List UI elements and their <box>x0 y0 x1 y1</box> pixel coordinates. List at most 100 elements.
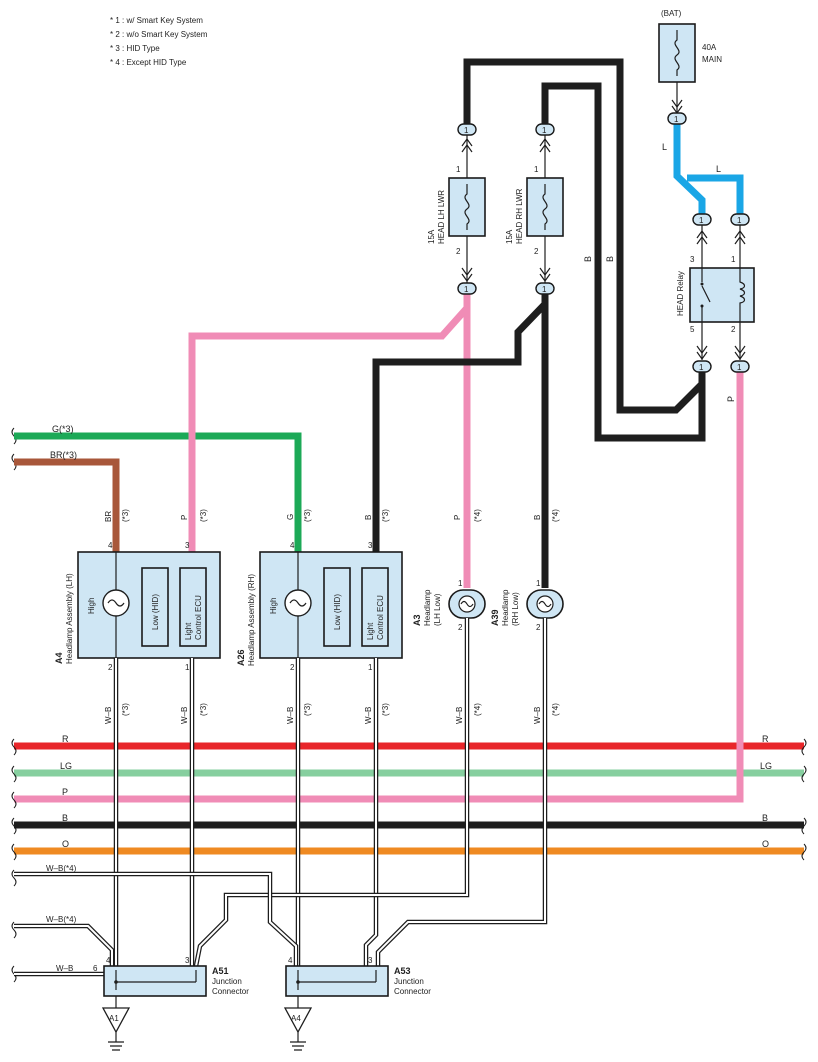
a51-code: A51 <box>212 966 229 976</box>
a26-name: Headlamp Assembly (RH) <box>247 574 256 666</box>
svg-text:1: 1 <box>699 363 704 372</box>
main-fuse-name: MAIN <box>702 55 722 64</box>
ground-wires <box>14 618 548 977</box>
svg-text:1: 1 <box>185 663 190 672</box>
svg-text:W–B: W–B <box>286 707 295 724</box>
wire-label-l-1: L <box>662 142 667 152</box>
fuse-rh-pin-out: 2 <box>534 247 539 256</box>
ground-wire-label-3: W–B <box>56 964 73 973</box>
bus-label-o-left: O <box>62 839 69 849</box>
note-3: * 3 : HID Type <box>110 44 160 53</box>
left-wire-label-g: G(*3) <box>52 424 74 434</box>
a26-code: A26 <box>236 649 246 666</box>
bus-label-b-left: B <box>62 813 68 823</box>
svg-text:B: B <box>364 515 373 520</box>
a4-light-control-ecu <box>179 567 207 647</box>
a3-side: (LH Low) <box>433 593 442 626</box>
svg-text:Connector: Connector <box>394 987 431 996</box>
ground-a1: A1 <box>109 1014 119 1023</box>
bus-label-r-left: R <box>62 734 69 744</box>
note-2: * 2 : w/o Smart Key System <box>110 30 208 39</box>
svg-text:Junction: Junction <box>394 977 424 986</box>
ground-a4: A4 <box>291 1014 301 1023</box>
relay-pin-1: 1 <box>731 255 736 264</box>
bus-label-p: P <box>62 787 68 797</box>
relay-switch-symbol <box>701 268 711 322</box>
svg-text:4: 4 <box>290 541 295 550</box>
bus-label-lg-right: LG <box>760 761 772 771</box>
svg-text:Low (HID): Low (HID) <box>151 594 160 630</box>
bus-label-r-right: R <box>762 734 769 744</box>
fuse-rh-pin-in: 1 <box>534 165 539 174</box>
svg-text:(*3): (*3) <box>381 509 390 522</box>
svg-text:Control ECU: Control ECU <box>376 595 385 640</box>
svg-text:3: 3 <box>185 541 190 550</box>
wire-label-b-2: B <box>605 256 615 262</box>
a4-ground-symbol <box>283 1007 313 1034</box>
main-fuse-amps: 40A <box>702 43 717 52</box>
wire-g <box>14 432 302 552</box>
fuse-lh-pin-out: 2 <box>456 247 461 256</box>
svg-text:(*3): (*3) <box>381 703 390 716</box>
fuse-lh-name: HEAD LH LWR <box>437 190 446 244</box>
relay-name: HEAD Relay <box>676 271 685 316</box>
wire-l-coil <box>687 174 744 214</box>
svg-text:W–B: W–B <box>364 707 373 724</box>
main-fuse-symbol <box>674 30 680 76</box>
svg-text:W–B: W–B <box>533 707 542 724</box>
a4-high-label: High <box>87 598 96 614</box>
svg-text:(*4): (*4) <box>551 509 560 522</box>
svg-text:1: 1 <box>536 579 541 588</box>
a51-pin-6: 6 <box>93 964 98 973</box>
svg-text:G: G <box>286 514 295 520</box>
svg-text:Light: Light <box>184 622 193 640</box>
a4-low-hid <box>141 567 169 647</box>
fuse-rh-amps: 15A <box>505 229 514 244</box>
note-1: * 1 : w/ Smart Key System <box>110 16 203 25</box>
svg-text:W–B: W–B <box>104 707 113 724</box>
svg-text:(*4): (*4) <box>473 703 482 716</box>
svg-text:3: 3 <box>185 956 190 965</box>
relay-out-connector-a <box>692 360 712 373</box>
svg-text:(*3): (*3) <box>121 703 130 716</box>
svg-text:(*3): (*3) <box>121 509 130 522</box>
svg-text:4: 4 <box>106 956 111 965</box>
wire-l-main <box>673 124 706 214</box>
wire-label-b-1: B <box>583 256 593 262</box>
a26-high-label: High <box>269 598 278 614</box>
svg-text:Control ECU: Control ECU <box>194 595 203 640</box>
svg-text:(*3): (*3) <box>303 703 312 716</box>
svg-text:4: 4 <box>288 956 293 965</box>
assembly-wire-labels: BR (*3) P (*3) G (*3) B (*3) P (*4) B (*… <box>104 509 560 522</box>
a39-side: (RH Low) <box>511 592 520 626</box>
wire-break-marks <box>11 427 807 983</box>
svg-text:P: P <box>180 515 189 520</box>
svg-text:BR: BR <box>104 511 113 522</box>
svg-text:1: 1 <box>464 126 469 135</box>
a26-light-control-ecu <box>361 567 389 647</box>
headlamp-a39: 1 2 A39 Headlamp (RH Low) <box>490 579 564 632</box>
wire-br <box>14 458 120 552</box>
relay-out-connector-b <box>730 360 750 373</box>
relay-box <box>689 267 755 323</box>
fuse-lh-bottom-connector <box>457 282 477 295</box>
svg-text:(*3): (*3) <box>199 509 208 522</box>
a51-box <box>103 965 207 997</box>
svg-text:1: 1 <box>458 579 463 588</box>
svg-text:(*4): (*4) <box>473 509 482 522</box>
svg-text:2: 2 <box>108 663 113 672</box>
svg-text:1: 1 <box>542 285 547 294</box>
svg-text:1: 1 <box>737 363 742 372</box>
wire-b-relay-rh <box>541 82 706 442</box>
a3-name: Headlamp <box>423 589 432 626</box>
svg-text:Junction: Junction <box>212 977 242 986</box>
fuse-head-rh-lwr: 1 1 15A HEAD RH LWR 2 1 <box>505 123 564 295</box>
fuse-lh-pin-in: 1 <box>456 165 461 174</box>
svg-text:2: 2 <box>290 663 295 672</box>
svg-text:2: 2 <box>458 623 463 632</box>
bus-label-lg-left: LG <box>60 761 72 771</box>
fuse-rh-symbol <box>542 184 548 230</box>
svg-text:Connector: Connector <box>212 987 249 996</box>
svg-text:1: 1 <box>699 216 704 225</box>
